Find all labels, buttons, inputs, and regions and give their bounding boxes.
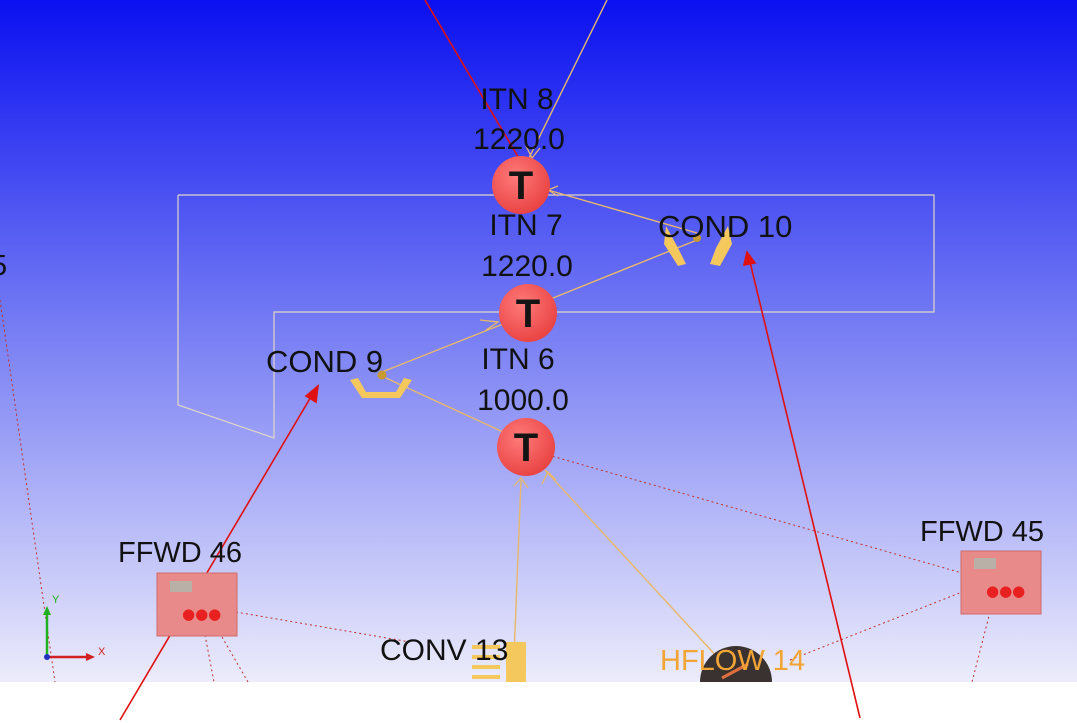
axis-x-label: X (98, 646, 106, 658)
cond-9-element[interactable]: COND 9 (266, 344, 412, 398)
itn-8-name: ITN 8 (480, 83, 553, 116)
heat-flow-icon[interactable] (700, 646, 772, 682)
conv-13-label: CONV 13 (380, 634, 508, 667)
ffwd-46-indicator: ●●● (182, 605, 221, 623)
ffwd-45-label: FFWD 45 (920, 516, 1044, 548)
ffwd-46-label: FFWD 46 (118, 537, 242, 569)
conductor-icon[interactable] (350, 370, 412, 399)
axis-triad: Y X (43, 594, 106, 661)
boundary-outline (177, 194, 935, 439)
ffwd-45-element[interactable]: FFWD 45 ●●● (920, 516, 1044, 615)
hflow-14-element[interactable]: HFLOW 14 (660, 645, 805, 682)
ffwd-46-element[interactable]: FFWD 46 ●●● (118, 537, 242, 637)
thermal-node-icon[interactable]: T (497, 418, 555, 476)
itn-8-node[interactable]: ITN 8 1220.0 T (473, 83, 565, 214)
itn-8-value: 1220.0 (473, 123, 565, 156)
cond-10-label: COND 10 (658, 209, 792, 244)
conv-13-element[interactable]: CONV 13 (380, 634, 526, 682)
itn-7-glyph: T (516, 292, 540, 336)
left-partial-label: 5 (0, 250, 7, 282)
itn-7-name: ITN 7 (489, 209, 562, 242)
thermal-node-icon[interactable]: T (492, 156, 550, 214)
thermal-node-icon[interactable]: T (499, 284, 557, 342)
itn-6-node[interactable]: ITN 6 1000.0 T (477, 343, 569, 476)
itn-6-value: 1000.0 (477, 384, 569, 417)
itn-6-name: ITN 6 (481, 343, 554, 376)
conductor-icon[interactable] (664, 226, 732, 266)
red-pointer-lines (119, 0, 861, 721)
convection-icon[interactable] (472, 642, 526, 682)
itn-6-glyph: T (514, 426, 538, 470)
cond-10-element[interactable]: COND 10 (658, 209, 792, 266)
axis-y-label: Y (52, 594, 60, 606)
bottom-white-band (0, 682, 1077, 723)
feed-forward-icon[interactable]: ●●● (156, 572, 238, 637)
feed-forward-icon[interactable]: ●●● (960, 550, 1042, 615)
itn-7-node[interactable]: ITN 7 1220.0 T (481, 209, 573, 342)
itn-7-value: 1220.0 (481, 250, 573, 283)
ffwd-45-indicator: ●●● (986, 582, 1025, 600)
hflow-14-label: HFLOW 14 (660, 645, 805, 677)
itn-8-glyph: T (509, 164, 533, 208)
viewport-background (0, 0, 1077, 682)
cond-9-label: COND 9 (266, 344, 383, 379)
